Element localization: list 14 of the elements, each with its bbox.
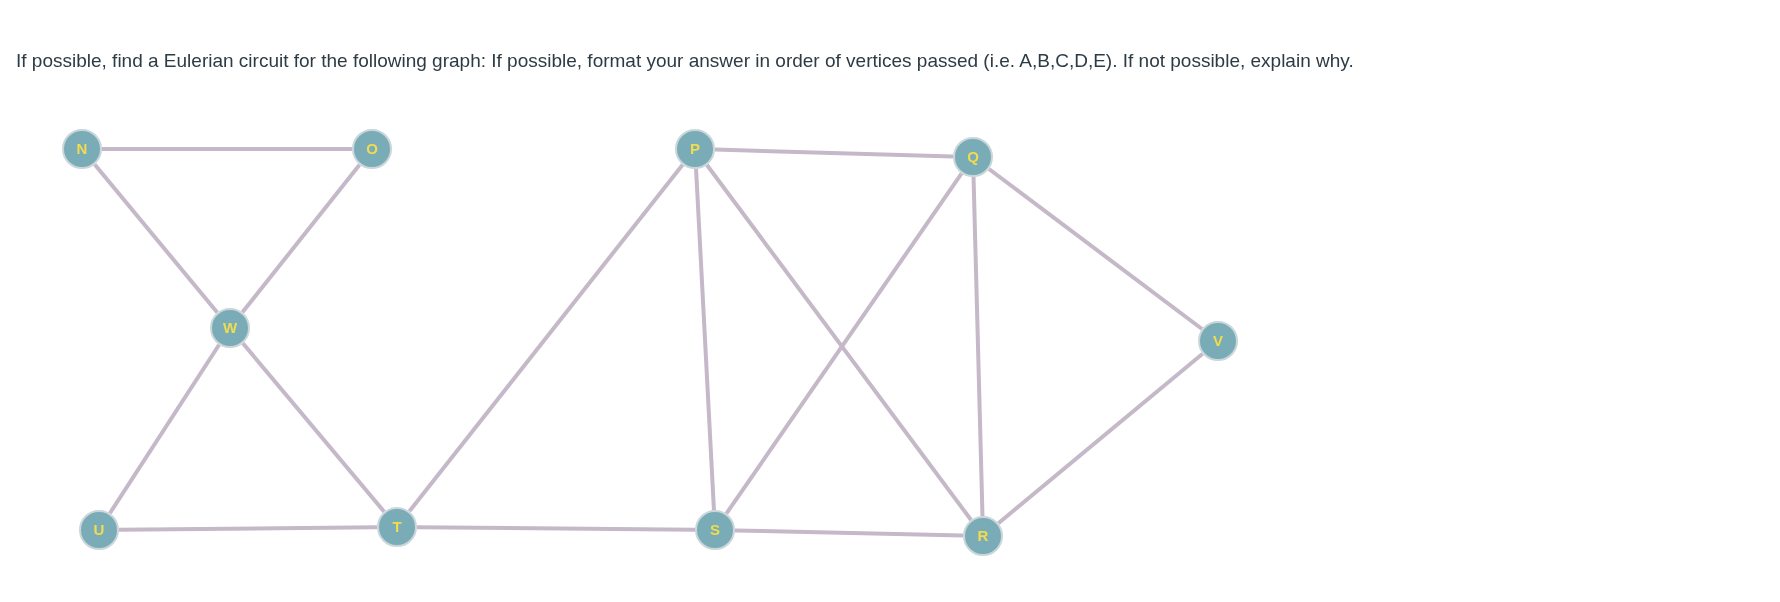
graph-edge [407, 163, 685, 513]
graph-edge [997, 352, 1204, 525]
graph-edge [241, 342, 386, 513]
graph-edge [93, 163, 219, 314]
graph-edge [987, 167, 1204, 331]
graph-edge [416, 525, 696, 532]
graph-edge [694, 168, 716, 511]
graph-edge [714, 147, 954, 159]
graph-edge [734, 528, 964, 538]
graph-edge [240, 163, 362, 314]
graph-edge [118, 525, 378, 532]
graph-edge [971, 176, 985, 517]
question-text: If possible, find a Eulerian circuit for the following graph: If possible, format your answer in order of vertices passed (i.e. A,B,C,D,E). If not possible, explain why. [16, 49, 1354, 73]
graph-edge [102, 147, 352, 151]
